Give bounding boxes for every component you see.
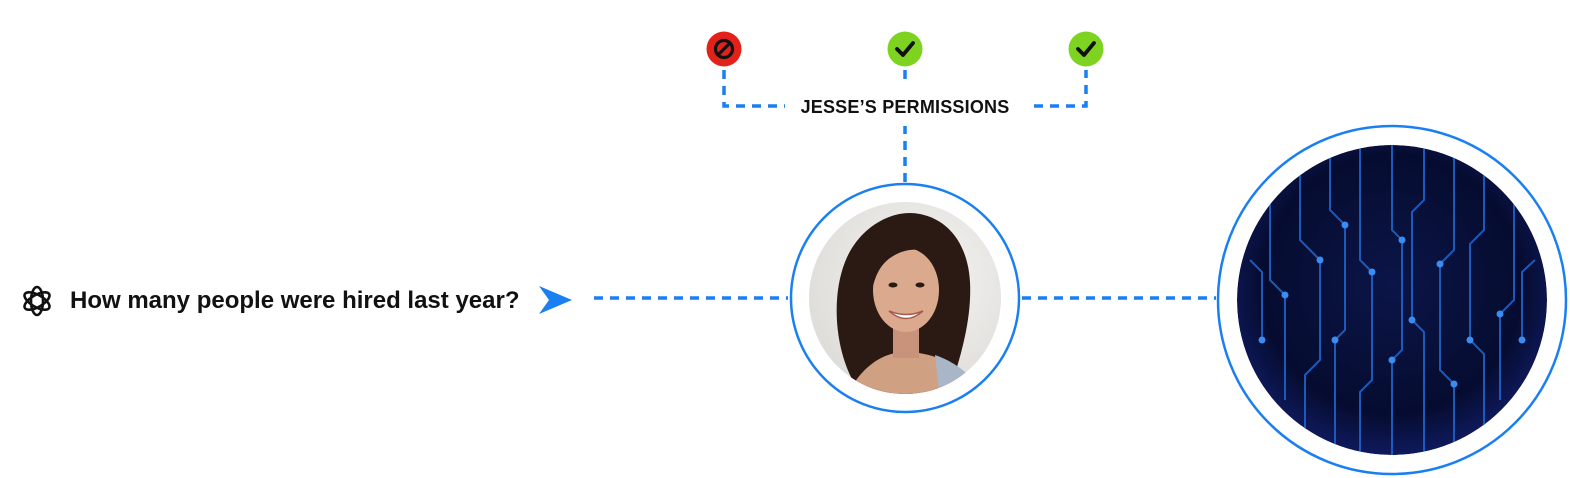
check-icon (887, 31, 923, 67)
send-arrow-icon (539, 286, 572, 314)
circuit-globe-icon (1237, 145, 1547, 455)
permissions-label: JESSE’S PERMISSIONS (800, 97, 1010, 117)
query-text: How many people were hired last year? (70, 287, 520, 314)
openai-logo-icon (23, 285, 51, 317)
data-source-node (1216, 124, 1568, 476)
check-icon (1068, 31, 1104, 67)
connector-lines (594, 70, 1216, 300)
permission-right-connector (1034, 70, 1088, 108)
permission-left-connector (722, 70, 785, 108)
user-node (789, 182, 1021, 414)
blocked-icon (706, 31, 742, 67)
user-avatar (809, 202, 1001, 394)
query-prompt: How many people were hired last year? (18, 280, 519, 322)
